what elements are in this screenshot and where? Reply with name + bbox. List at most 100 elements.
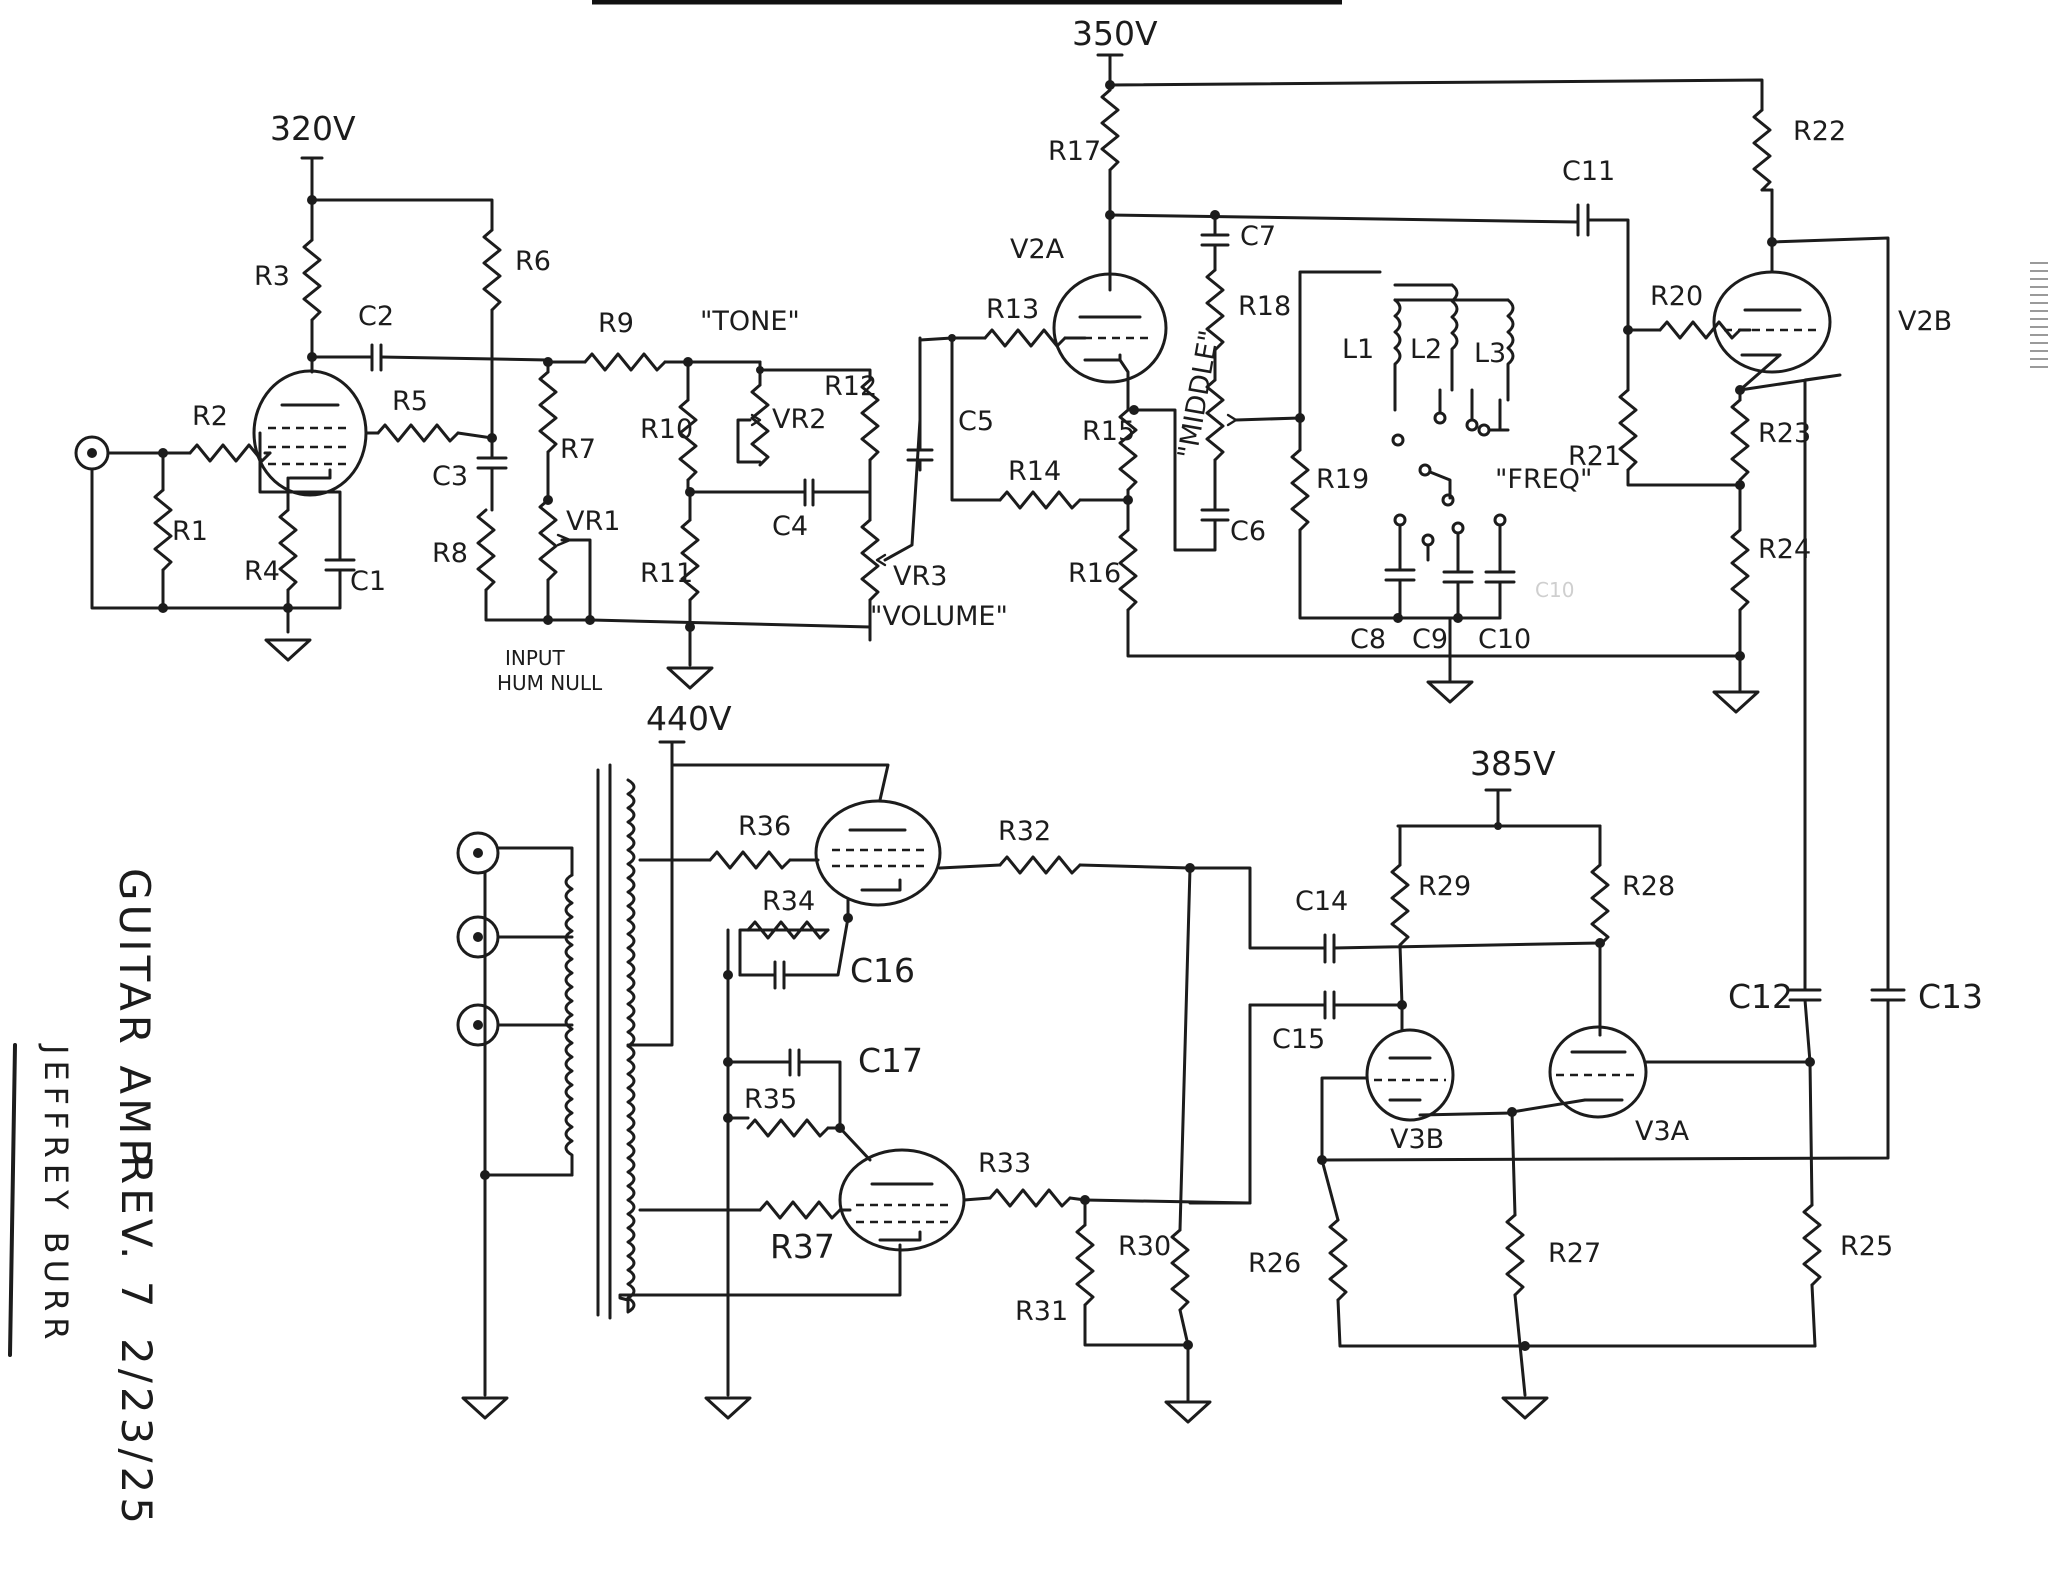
label-c16: C16 xyxy=(850,951,915,990)
label-r14: R14 xyxy=(1008,456,1061,487)
label-r17: R17 xyxy=(1048,136,1101,167)
resistor-r3 xyxy=(302,238,322,322)
label-r5: R5 xyxy=(392,386,428,417)
resistor-r24 xyxy=(1730,528,1750,612)
tone-label: "TONE" xyxy=(700,306,800,337)
label-vr3: VR3 xyxy=(893,561,947,592)
title-date: 2/23/25 xyxy=(112,1338,161,1528)
label-c10: C10 xyxy=(1478,624,1531,655)
tube-v2a-label: V2A xyxy=(1010,234,1065,265)
label-r36: R36 xyxy=(738,811,791,842)
resistor-r14 xyxy=(998,490,1082,510)
label-r23: R23 xyxy=(1758,418,1811,449)
label-c8: C8 xyxy=(1350,624,1386,655)
title-author: JEFFREY BURR xyxy=(37,1043,75,1345)
title-underline xyxy=(8,1043,17,1357)
output-jack-1-icon xyxy=(456,831,500,875)
label-c17: C17 xyxy=(858,1041,923,1080)
ground-8-icon xyxy=(1164,1400,1212,1424)
label-r20: R20 xyxy=(1650,281,1703,312)
label-c2: C2 xyxy=(358,301,394,332)
label-c6: C6 xyxy=(1230,516,1266,547)
resistor-r9 xyxy=(583,352,667,372)
resistor-r5 xyxy=(376,423,460,443)
resistor-r1 xyxy=(153,488,173,572)
ground-6-icon xyxy=(461,1396,509,1420)
ground-4-icon xyxy=(1712,690,1760,714)
title-guitar-amp: GUITAR AMP xyxy=(110,868,159,1168)
tube-v2b-label: V2B xyxy=(1898,306,1952,337)
hum-null-label-line1: INPUT xyxy=(505,646,566,670)
resistor-r36 xyxy=(708,850,792,870)
resistor-r35 xyxy=(746,1118,830,1138)
voltage-440v: 440V xyxy=(646,699,732,738)
v2b-stage xyxy=(1320,108,1906,1162)
label-r28: R28 xyxy=(1622,871,1675,902)
label-c3: C3 xyxy=(432,461,468,492)
label-r7: R7 xyxy=(560,434,596,465)
label-r33: R33 xyxy=(978,1148,1031,1179)
inductor-l1-icon xyxy=(1393,298,1402,412)
freq-label: "FREQ" xyxy=(1495,464,1592,495)
ground-5-icon xyxy=(1501,1396,1549,1420)
label-r16: R16 xyxy=(1068,558,1121,589)
input-stage xyxy=(74,156,594,662)
ground-1-icon xyxy=(264,638,312,662)
label-r4: R4 xyxy=(244,556,280,587)
resistor-r27 xyxy=(1505,1213,1525,1297)
resistor-r31 xyxy=(1075,1223,1095,1307)
v3b-tube-envelope xyxy=(1365,1028,1455,1122)
label-l1: L1 xyxy=(1342,334,1374,365)
capacitor-labels: C1 C2 C3 C4 C5 C6 C7 C8 C9 C10 C11 C12 C… xyxy=(350,156,1983,1080)
label-r9: R9 xyxy=(598,308,634,339)
label-r26: R26 xyxy=(1248,1248,1301,1279)
label-c7: C7 xyxy=(1240,221,1276,252)
hum-null-label-line2: HUM NULL xyxy=(497,671,603,695)
label-r37: R37 xyxy=(770,1227,835,1266)
label-r32: R32 xyxy=(998,816,1051,847)
resistor-r8 xyxy=(476,508,496,592)
label-r29: R29 xyxy=(1418,871,1471,902)
voltage-350v: 350V xyxy=(1072,14,1158,53)
label-r10: R10 xyxy=(640,414,693,445)
voltage-385v: 385V xyxy=(1470,744,1556,783)
label-r18: R18 xyxy=(1238,291,1291,322)
resistor-r28 xyxy=(1590,863,1610,947)
transformer-secondary-icon xyxy=(564,873,574,1177)
resistor-r26 xyxy=(1328,1218,1348,1302)
pot-vr1 xyxy=(538,498,558,582)
label-r15: R15 xyxy=(1082,416,1135,447)
page-edge-marks xyxy=(2030,262,2048,374)
label-c13: C13 xyxy=(1918,977,1983,1016)
resistor-r30 xyxy=(1170,1228,1190,1312)
label-c4: C4 xyxy=(772,511,808,542)
resistor-r22 xyxy=(1752,108,1772,192)
power-amp-stage xyxy=(456,740,1252,1424)
label-r13: R13 xyxy=(986,294,1039,325)
resistor-r32 xyxy=(998,855,1082,875)
tone-network xyxy=(538,352,922,690)
ground-7-icon xyxy=(704,1396,752,1420)
tube-labels: V2A V2B V3A V3B xyxy=(1010,234,1952,1155)
label-c15: C15 xyxy=(1272,1024,1325,1055)
voltage-labels: 320V 350V 440V 385V xyxy=(270,14,1556,783)
resistor-r16 xyxy=(1118,528,1138,612)
label-r35: R35 xyxy=(744,1084,797,1115)
label-r2: R2 xyxy=(192,401,228,432)
label-c14: C14 xyxy=(1295,886,1348,917)
v2a-stage xyxy=(906,53,1764,704)
label-l2: L2 xyxy=(1410,334,1442,365)
label-r19: R19 xyxy=(1316,464,1369,495)
inductor-l2-icon xyxy=(1450,283,1459,392)
resistor-r37 xyxy=(758,1200,842,1220)
label-r12: R12 xyxy=(824,371,877,402)
label-r22: R22 xyxy=(1793,116,1846,147)
label-c1: C1 xyxy=(350,566,386,597)
label-r1: R1 xyxy=(172,516,208,547)
faint-c10-mark: C10 xyxy=(1535,578,1574,602)
resistor-r21 xyxy=(1618,388,1638,472)
title-revision: REV. 7 xyxy=(112,1155,161,1311)
v3a-tube-envelope xyxy=(1548,1025,1648,1119)
volume-label: "VOLUME" xyxy=(870,601,1008,632)
